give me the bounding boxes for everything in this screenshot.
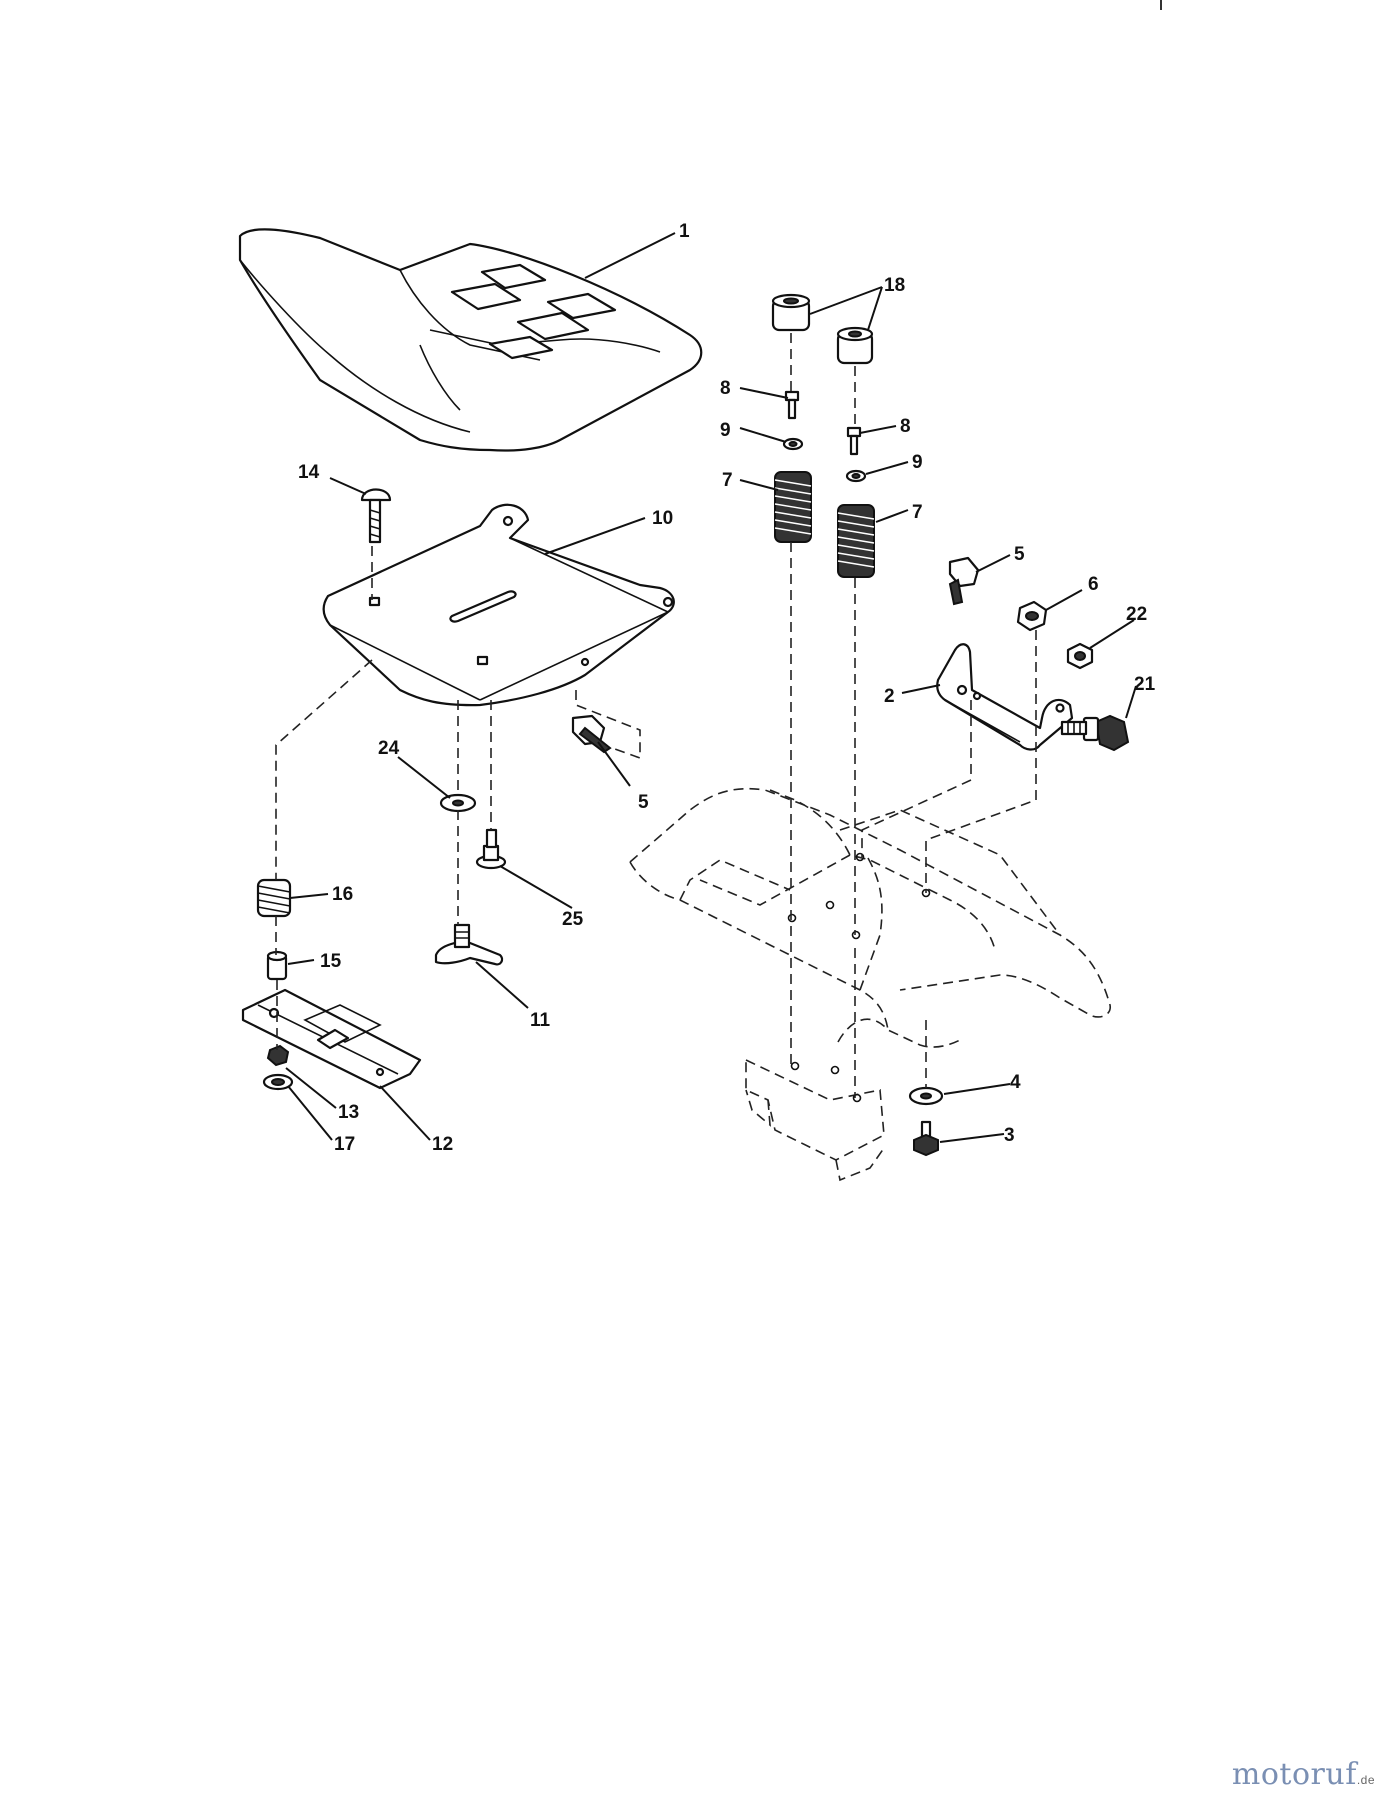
washer-4 xyxy=(908,1086,944,1106)
label-10: 10 xyxy=(652,508,673,529)
label-22: 22 xyxy=(1126,604,1147,625)
bolt-3 xyxy=(913,1120,939,1157)
wing-knob-11 xyxy=(434,923,504,966)
label-13: 13 xyxy=(338,1102,359,1123)
spring-7-right xyxy=(837,504,875,578)
label-5-lower: 5 xyxy=(638,792,649,813)
label-2: 2 xyxy=(884,686,895,707)
label-7-right: 7 xyxy=(912,502,923,523)
corner-tick-mark xyxy=(1160,0,1162,10)
label-8-left: 8 xyxy=(720,378,731,399)
watermark-logo: motoruf.de xyxy=(1232,1757,1375,1792)
bushing-15 xyxy=(266,950,288,981)
clip-5-lower xyxy=(571,714,612,754)
bolt-21 xyxy=(1060,714,1130,752)
washer-17 xyxy=(262,1073,294,1091)
label-24: 24 xyxy=(378,738,400,759)
label-9-right: 9 xyxy=(912,452,923,473)
nut-22 xyxy=(1066,642,1094,670)
washer-9-left xyxy=(782,437,804,451)
label-9-left: 9 xyxy=(720,420,731,441)
nut-13 xyxy=(266,1044,290,1067)
label-7-left: 7 xyxy=(722,470,733,491)
label-8-right: 8 xyxy=(900,416,911,437)
part-labels: 1 14 10 24 5 25 11 16 15 13 17 12 18 8 8… xyxy=(298,221,1156,1155)
label-1: 1 xyxy=(679,221,690,242)
chassis-frame-dashed xyxy=(629,787,1111,1182)
bushing-18-right xyxy=(836,326,874,365)
label-21: 21 xyxy=(1134,674,1156,695)
label-3: 3 xyxy=(1004,1125,1015,1146)
label-16: 16 xyxy=(332,884,353,905)
label-6: 6 xyxy=(1088,574,1099,595)
seat-pan xyxy=(322,503,675,707)
washer-24 xyxy=(439,793,477,813)
label-17: 17 xyxy=(334,1134,355,1155)
spring-16 xyxy=(256,878,292,918)
shoulder-bolt-25 xyxy=(475,828,507,870)
screw-8-right xyxy=(846,426,862,456)
label-14: 14 xyxy=(298,462,320,483)
watermark-text: motoruf xyxy=(1231,1757,1357,1792)
label-25: 25 xyxy=(562,909,584,930)
slide-plate xyxy=(241,988,422,1090)
assembly-lines xyxy=(275,333,1037,1098)
label-18: 18 xyxy=(884,275,905,296)
label-15: 15 xyxy=(320,951,342,972)
watermark-tld: .de xyxy=(1356,1773,1375,1787)
label-5-upper: 5 xyxy=(1014,544,1025,565)
label-4: 4 xyxy=(1010,1072,1021,1093)
seat xyxy=(238,228,703,452)
label-12: 12 xyxy=(432,1134,453,1155)
nut-6 xyxy=(1016,600,1048,632)
bracket-2 xyxy=(936,643,1074,751)
clip-5-upper xyxy=(948,556,980,606)
leader-lines xyxy=(285,232,1137,1143)
screw-8-left xyxy=(784,390,800,420)
washer-9-right xyxy=(845,469,867,483)
carriage-bolt xyxy=(360,488,392,544)
label-11: 11 xyxy=(530,1010,551,1031)
spring-7-left xyxy=(774,471,812,543)
bushing-18-left xyxy=(771,293,811,332)
